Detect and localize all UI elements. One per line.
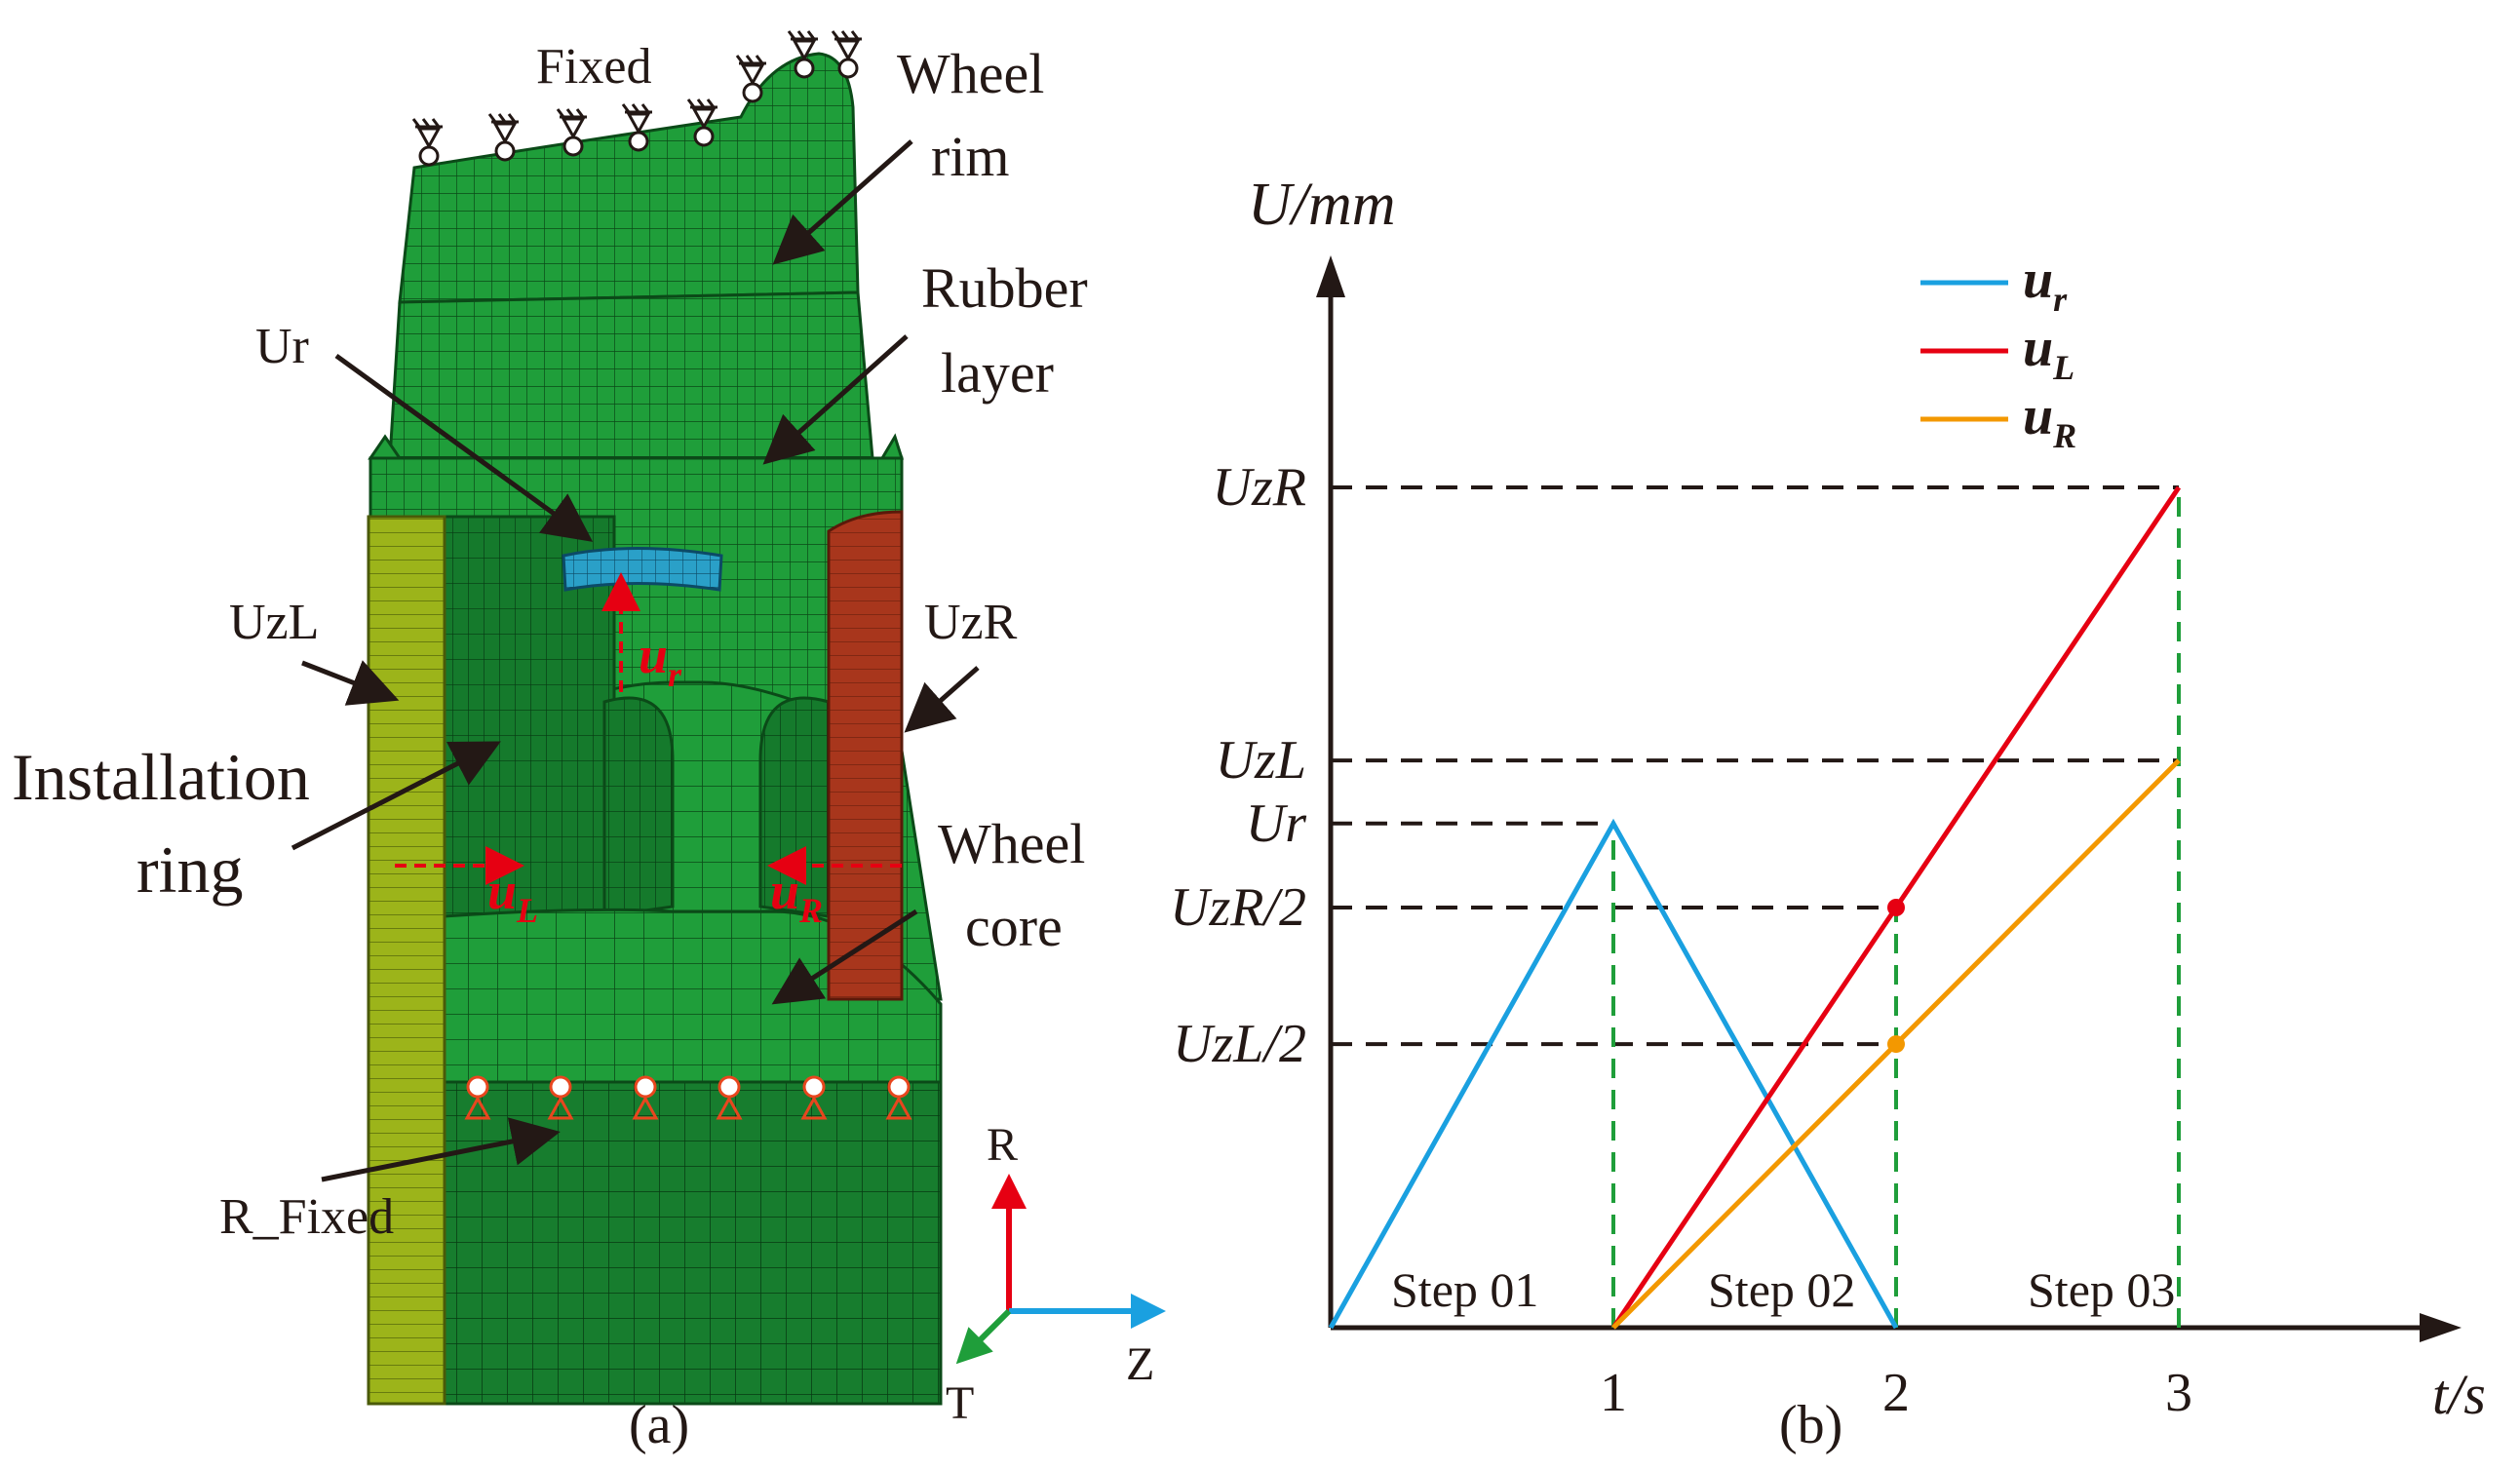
u-l-arrow-label: uL <box>487 862 538 930</box>
x-tick-label-1: 2 <box>1882 1363 1910 1423</box>
wheel-rim-callout <box>772 139 913 265</box>
y-axis-title: U/mm <box>1248 172 1396 238</box>
installation-ring-label-2: ring <box>136 832 244 907</box>
uzr-callout <box>904 666 980 733</box>
legend-label-ur-right: uR <box>2023 386 2076 455</box>
installation-ring-callout <box>291 741 501 851</box>
y-tick-label-3: UzR/2 <box>1170 877 1306 938</box>
r-fixed-label: R_Fixed <box>219 1189 394 1245</box>
wheel-rim-label-2: rim <box>931 125 1010 188</box>
step-01-label: Step 01 <box>1391 1262 1538 1317</box>
caption-a: (a) <box>629 1395 689 1455</box>
legend: ur uL uR <box>1920 250 2076 455</box>
r-fixed-supports <box>464 1075 912 1120</box>
y-tick-label-2: Ur <box>1246 793 1306 854</box>
legend-label-ur: ur <box>2023 250 2068 319</box>
ur-callout <box>334 353 594 542</box>
rubber-layer-label-1: Rubber <box>921 256 1088 320</box>
rubber-layer-label-2: layer <box>941 341 1054 405</box>
x-axis-arrowhead <box>2420 1313 2462 1342</box>
wheel-rim-label-1: Wheel <box>897 42 1044 105</box>
lower-core-mesh <box>442 908 943 1084</box>
r-axis-label: R <box>987 1119 1018 1171</box>
series-line-u-r <box>1328 818 1899 1330</box>
u-r-arrow-label: ur <box>639 626 682 694</box>
fe-model: ur uL uR Fixed Wheel rim Rubber layer Ur… <box>12 30 1166 1455</box>
u-r-side-arrow-label: uR <box>770 862 823 930</box>
top-fixed-supports <box>411 30 862 167</box>
t-axis-arrow <box>955 1308 1012 1365</box>
uzl-label: UzL <box>229 595 319 650</box>
left-lug <box>368 434 403 460</box>
fixed-label: Fixed <box>536 39 651 95</box>
r-fixed-block <box>442 1080 943 1406</box>
wheel-core-callout <box>771 909 918 1005</box>
t-axis-label: T <box>946 1377 974 1429</box>
step-03-label: Step 03 <box>2028 1262 2175 1317</box>
rubber-layer-callout <box>762 334 909 465</box>
right-lug <box>879 433 905 460</box>
z-axis-label: Z <box>1126 1338 1154 1390</box>
legend-label-ul: uL <box>2023 318 2074 387</box>
ur-patch <box>562 547 723 592</box>
uzl-callout <box>301 660 400 706</box>
left-ring-uzl <box>367 515 446 1406</box>
step-02-label: Step 02 <box>1708 1262 1855 1317</box>
x-tick-label-2: 3 <box>2165 1363 2192 1423</box>
right-ring-uzr <box>827 510 904 1001</box>
coordinate-triad: R Z T <box>946 1119 1166 1429</box>
marker-1 <box>1887 1035 1905 1054</box>
y-tick-label-1: UzL <box>1216 730 1306 791</box>
x-axis-title: t/s <box>2432 1363 2486 1426</box>
wheel-core-label-2: core <box>965 895 1063 958</box>
x-tick-label-0: 1 <box>1600 1363 1627 1423</box>
installation-ring-label-1: Installation <box>12 740 310 814</box>
wheel-core-label-1: Wheel <box>938 812 1085 875</box>
marker-0 <box>1887 899 1905 916</box>
y-tick-label-4: UzL/2 <box>1173 1014 1306 1074</box>
core-cavity-left <box>602 696 675 918</box>
caption-b: (b) <box>1779 1395 1842 1455</box>
y-axis-arrowhead <box>1316 255 1345 297</box>
r-fixed-callout <box>321 1117 561 1182</box>
y-tick-label-0: UzR <box>1213 457 1306 518</box>
ur-label: Ur <box>255 319 309 374</box>
uzr-label: UzR <box>924 595 1018 650</box>
